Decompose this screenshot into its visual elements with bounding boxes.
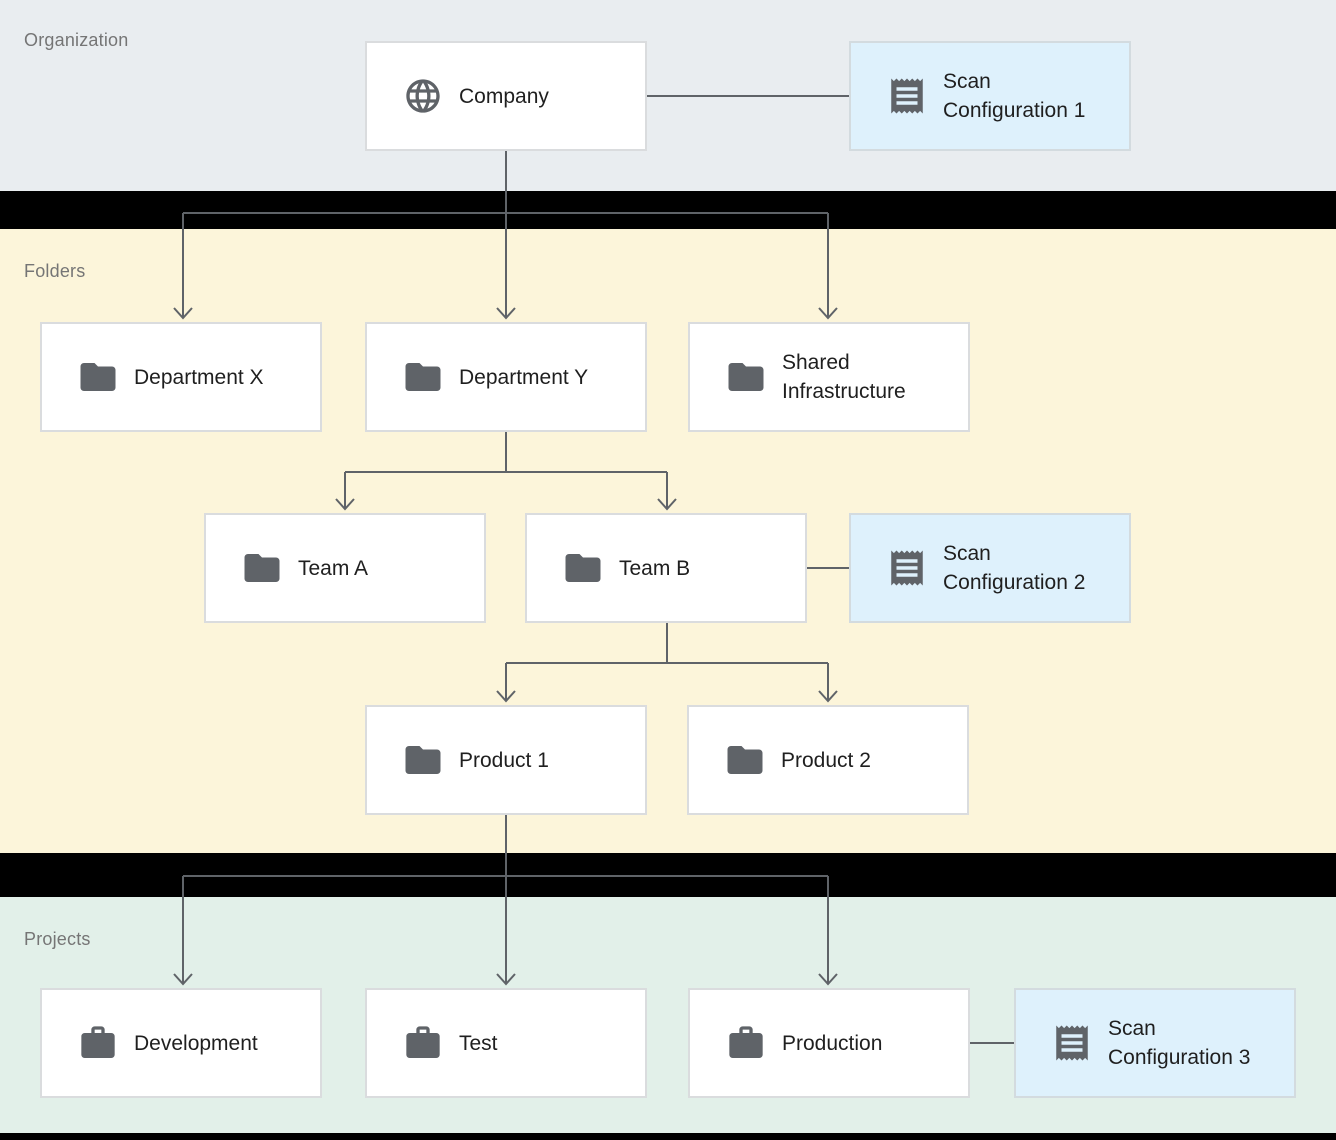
receipt-icon <box>1050 1020 1094 1066</box>
node-product-1: Product 1 <box>365 705 647 815</box>
briefcase-icon <box>724 1023 768 1063</box>
node-label: Scan Configuration 3 <box>1108 1017 1251 1069</box>
node-label: Shared Infrastructure <box>782 351 906 403</box>
node-scan-configuration-3: Scan Configuration 3 <box>1014 988 1296 1098</box>
node-label: Product 2 <box>781 748 871 772</box>
node-label: Department Y <box>459 365 589 389</box>
node-label: Test <box>459 1031 498 1055</box>
node-label: Team A <box>298 556 369 580</box>
folder-icon <box>401 739 445 781</box>
node-test: Test <box>365 988 647 1098</box>
node-label: Development <box>134 1031 258 1055</box>
node-label: Department X <box>134 365 264 389</box>
node-label: Product 1 <box>459 748 549 772</box>
node-label: Team B <box>619 556 691 580</box>
folder-icon <box>561 547 605 589</box>
node-company: Company <box>365 41 647 151</box>
folder-icon <box>76 356 120 398</box>
node-label: Scan Configuration 1 <box>943 70 1086 122</box>
projects-band-label: Projects <box>24 929 91 949</box>
folders-band-label: Folders <box>24 261 86 281</box>
briefcase-icon <box>401 1023 445 1063</box>
node-scan-configuration-2: Scan Configuration 2 <box>849 513 1131 623</box>
node-department-y: Department Y <box>365 322 647 432</box>
folder-icon <box>724 356 768 398</box>
folder-icon <box>401 356 445 398</box>
receipt-icon <box>885 545 929 591</box>
receipt-icon <box>885 73 929 119</box>
folder-icon <box>240 547 284 589</box>
node-shared-infrastructure: Shared Infrastructure <box>688 322 970 432</box>
node-label: Company <box>459 84 549 108</box>
node-team-a: Team A <box>204 513 486 623</box>
node-team-b: Team B <box>525 513 807 623</box>
node-scan-configuration-1: Scan Configuration 1 <box>849 41 1131 151</box>
globe-icon <box>401 76 445 116</box>
node-development: Development <box>40 988 322 1098</box>
node-label: Scan Configuration 2 <box>943 542 1086 594</box>
node-department-x: Department X <box>40 322 322 432</box>
node-product-2: Product 2 <box>687 705 969 815</box>
node-label: Production <box>782 1031 883 1055</box>
organization-band-label: Organization <box>24 30 129 50</box>
folder-icon <box>723 739 767 781</box>
briefcase-icon <box>76 1023 120 1063</box>
node-production: Production <box>688 988 970 1098</box>
organization-band: Organization <box>0 0 1336 191</box>
